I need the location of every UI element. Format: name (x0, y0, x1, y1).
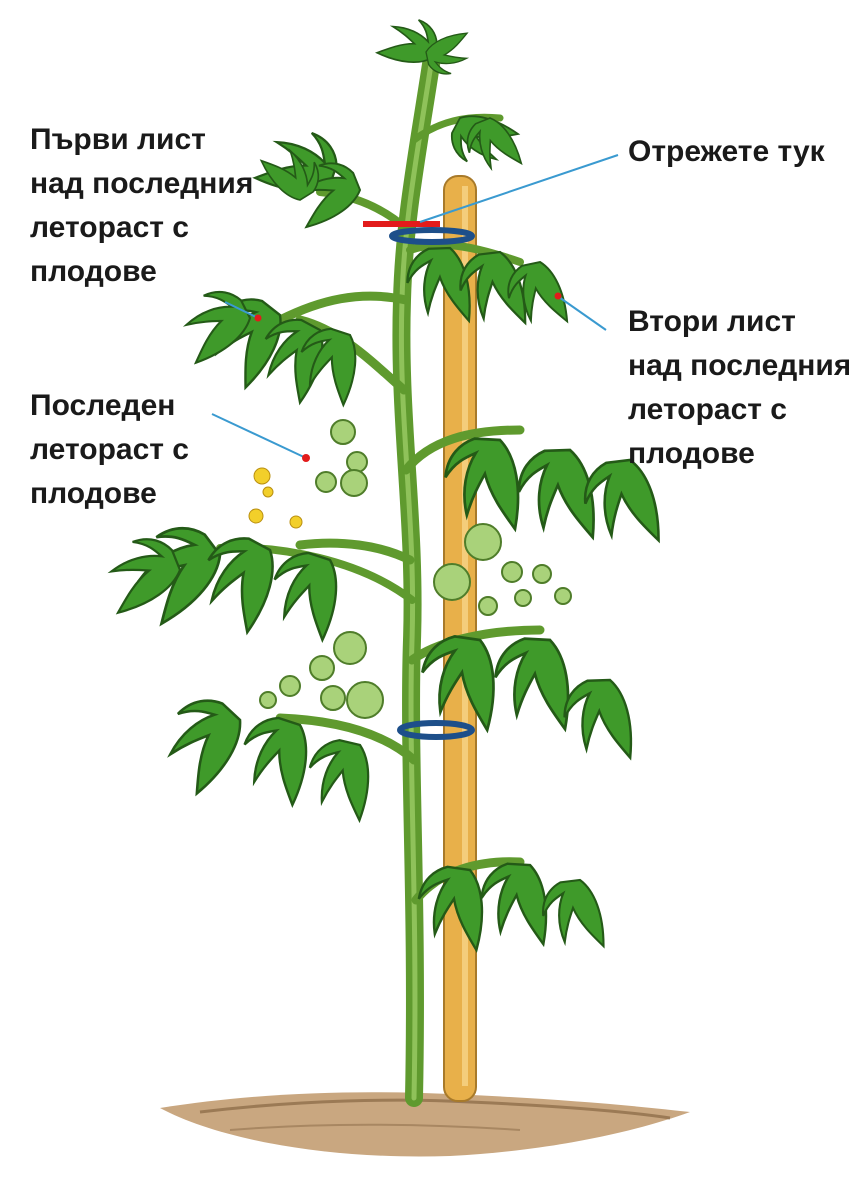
label-second-leaf: Втори лист над последния летораст с плод… (628, 300, 849, 476)
label-line: летораст с (628, 393, 787, 426)
label-line: Последен (30, 389, 176, 422)
label-last-shoot: Последен летораст с плодове (30, 384, 189, 516)
label-first-leaf: Първи лист над последния летораст с плод… (30, 118, 253, 294)
label-line: плодове (30, 477, 157, 510)
label-line: Първи лист (30, 123, 206, 156)
label-line: плодове (628, 437, 755, 470)
flowers (248, 467, 303, 529)
label-line: над последния (628, 349, 849, 382)
label-line: летораст с (30, 433, 189, 466)
leader-lines (211, 154, 619, 459)
fruit-clusters (259, 419, 572, 719)
label-line: Отрежете тук (628, 135, 825, 168)
soil (160, 1092, 690, 1157)
label-line: над последния (30, 167, 254, 200)
label-line: летораст с (30, 211, 189, 244)
label-line: плодове (30, 255, 157, 288)
label-cut-here: Отрежете тук (628, 130, 825, 174)
point-markers (254, 292, 562, 462)
stake-ties (389, 227, 475, 740)
label-line: Втори лист (628, 305, 796, 338)
